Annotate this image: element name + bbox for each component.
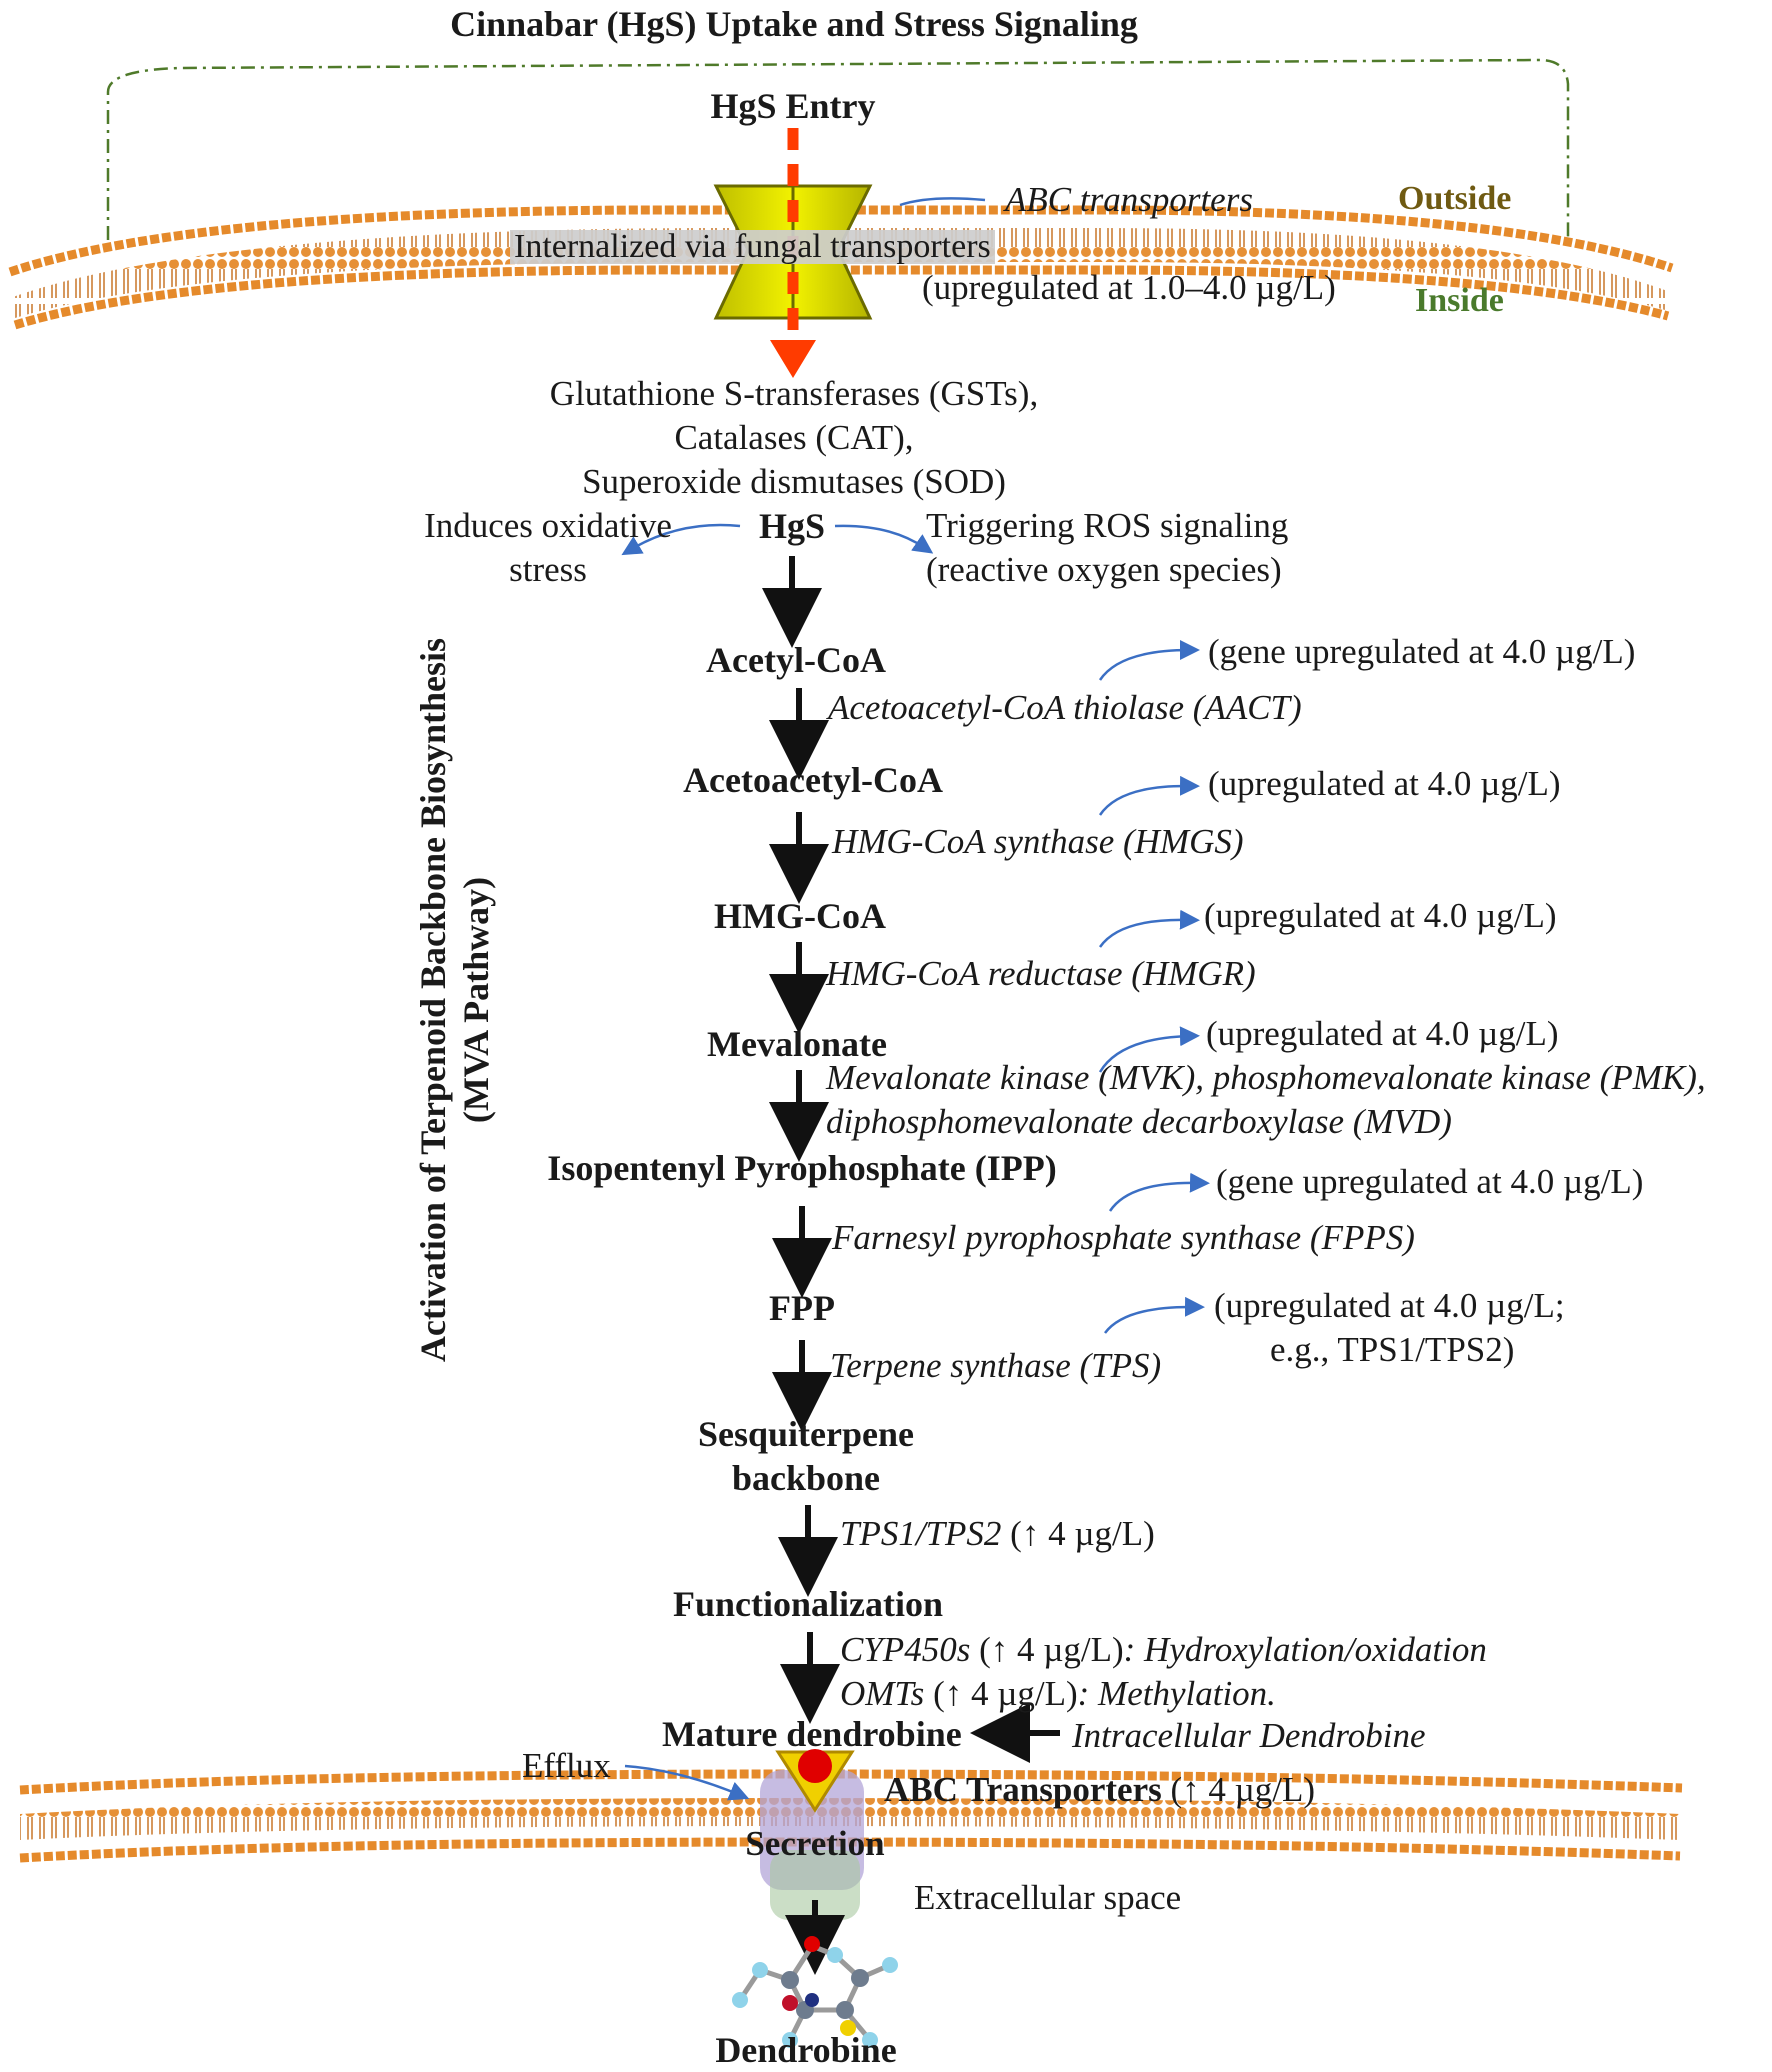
side-title-line1: Activation of Terpenoid Backbone Biosynt… xyxy=(412,637,453,1363)
enzyme-tps12-rest: (↑ 4 µg/L) xyxy=(1001,1514,1155,1553)
oxidative-stress-line1: Induces oxidative xyxy=(424,506,672,545)
note-arrows xyxy=(1098,640,1210,1334)
enzyme-mvk-line1: Mevalonate kinase (MVK), phosphomevalona… xyxy=(826,1058,1706,1097)
node-hmg-coa: HMG-CoA xyxy=(714,896,886,936)
enzyme-tps12: TPS1/TPS2 (↑ 4 µg/L) xyxy=(840,1516,1155,1551)
note-hmgs: (upregulated at 4.0 µg/L) xyxy=(1208,764,1561,803)
abc-bottom-rest: (↑ 4 µg/L) xyxy=(1161,1770,1316,1809)
note-aact: (gene upregulated at 4.0 µg/L) xyxy=(1208,632,1636,671)
enzyme-omt: OMTs (↑ 4 µg/L): Methylation. xyxy=(840,1676,1276,1711)
enzyme-cyp-name: CYP450s xyxy=(840,1630,971,1669)
enzyme-hmgs: HMG-CoA synthase (HMGS) xyxy=(832,822,1244,861)
efflux-label: Efflux xyxy=(522,1746,611,1785)
note-mvk: (upregulated at 4.0 µg/L) xyxy=(1206,1014,1559,1053)
enzyme-sod: Superoxide dismutases (SOD) xyxy=(582,462,1006,501)
abc-bottom-name: ABC Transporters xyxy=(884,1770,1162,1809)
enzyme-omt-mid: (↑ 4 µg/L) xyxy=(924,1674,1078,1713)
side-title: Activation of Terpenoid Backbone Biosynt… xyxy=(412,500,498,1500)
node-ipp: Isopentenyl Pyrophosphate (IPP) xyxy=(547,1148,1057,1188)
enzyme-cyp-rest: : Hydroxylation/oxidation xyxy=(1123,1630,1487,1669)
internalized-label: Internalized via fungal transporters xyxy=(510,230,995,264)
enzyme-mvk-line2: diphosphomevalonate decarboxylase (MVD) xyxy=(826,1102,1452,1141)
ros-line1: Triggering ROS signaling xyxy=(926,506,1289,545)
enzyme-hmgr: HMG-CoA reductase (HMGR) xyxy=(826,954,1256,993)
note-hmgr: (upregulated at 4.0 µg/L) xyxy=(1204,896,1557,935)
node-sesquiterpene-line1: Sesquiterpene xyxy=(698,1414,914,1454)
abc-transporters-top-label: ABC transporters xyxy=(1005,180,1253,219)
abc-bottom-label: ABC Transporters (↑ 4 µg/L) xyxy=(884,1772,1315,1807)
extracellular-label: Extracellular space xyxy=(914,1878,1182,1917)
secretion-label: Secretion xyxy=(745,1824,885,1863)
note-fpps: (gene upregulated at 4.0 µg/L) xyxy=(1216,1162,1644,1201)
enzyme-cat: Catalases (CAT), xyxy=(674,418,914,457)
dendrobine-label: Dendrobine xyxy=(715,2030,897,2070)
node-functionalization: Functionalization xyxy=(672,1584,944,1624)
enzyme-gst: Glutathione S-transferases (GSTs), xyxy=(549,374,1039,413)
inside-label: Inside xyxy=(1415,282,1504,319)
top-membrane xyxy=(8,205,1674,330)
enzyme-cyp-mid: (↑ 4 µg/L) xyxy=(970,1630,1124,1669)
enzyme-cyp450: CYP450s (↑ 4 µg/L): Hydroxylation/oxidat… xyxy=(840,1632,1487,1667)
upregulated-range-label: (upregulated at 1.0–4.0 µg/L) xyxy=(922,268,1336,307)
node-fpp: FPP xyxy=(769,1288,835,1328)
hgs-node: HgS xyxy=(758,506,826,546)
outside-label: Outside xyxy=(1398,180,1512,217)
enzyme-fpps: Farnesyl pyrophosphate synthase (FPPS) xyxy=(832,1218,1415,1257)
hgs-entry-label: HgS Entry xyxy=(710,86,876,126)
pathway-arrows xyxy=(762,556,1060,1763)
diagram-title: Cinnabar (HgS) Uptake and Stress Signali… xyxy=(450,4,1138,44)
abc-transporter-bottom xyxy=(760,1749,864,1920)
node-mature-dendrobine: Mature dendrobine xyxy=(662,1714,962,1754)
enzyme-aact: Acetoacetyl-CoA thiolase (AACT) xyxy=(828,688,1302,727)
note-tps-line1: (upregulated at 4.0 µg/L; xyxy=(1214,1286,1565,1325)
cell-boundary-outline xyxy=(106,58,1570,240)
enzyme-tps12-name: TPS1/TPS2 xyxy=(840,1514,1002,1553)
ros-line2: (reactive oxygen species) xyxy=(926,550,1282,589)
side-title-line2: (MVA Pathway) xyxy=(456,876,496,1124)
node-mevalonate: Mevalonate xyxy=(707,1024,887,1064)
node-acetyl-coa: Acetyl-CoA xyxy=(706,640,886,680)
intracellular-dendrobine-label: Intracellular Dendrobine xyxy=(1072,1716,1426,1755)
dendrobine-molecule xyxy=(732,1936,898,2048)
node-sesquiterpene-line2: backbone xyxy=(731,1458,881,1498)
enzyme-tps: Terpene synthase (TPS) xyxy=(830,1346,1162,1385)
enzyme-omt-rest: : Methylation. xyxy=(1077,1674,1276,1713)
node-acetoacetyl-coa: Acetoacetyl-CoA xyxy=(683,760,943,800)
note-tps-line2: e.g., TPS1/TPS2) xyxy=(1270,1330,1515,1369)
oxidative-stress-line2: stress xyxy=(509,550,587,589)
enzyme-omt-name: OMTs xyxy=(840,1674,925,1713)
